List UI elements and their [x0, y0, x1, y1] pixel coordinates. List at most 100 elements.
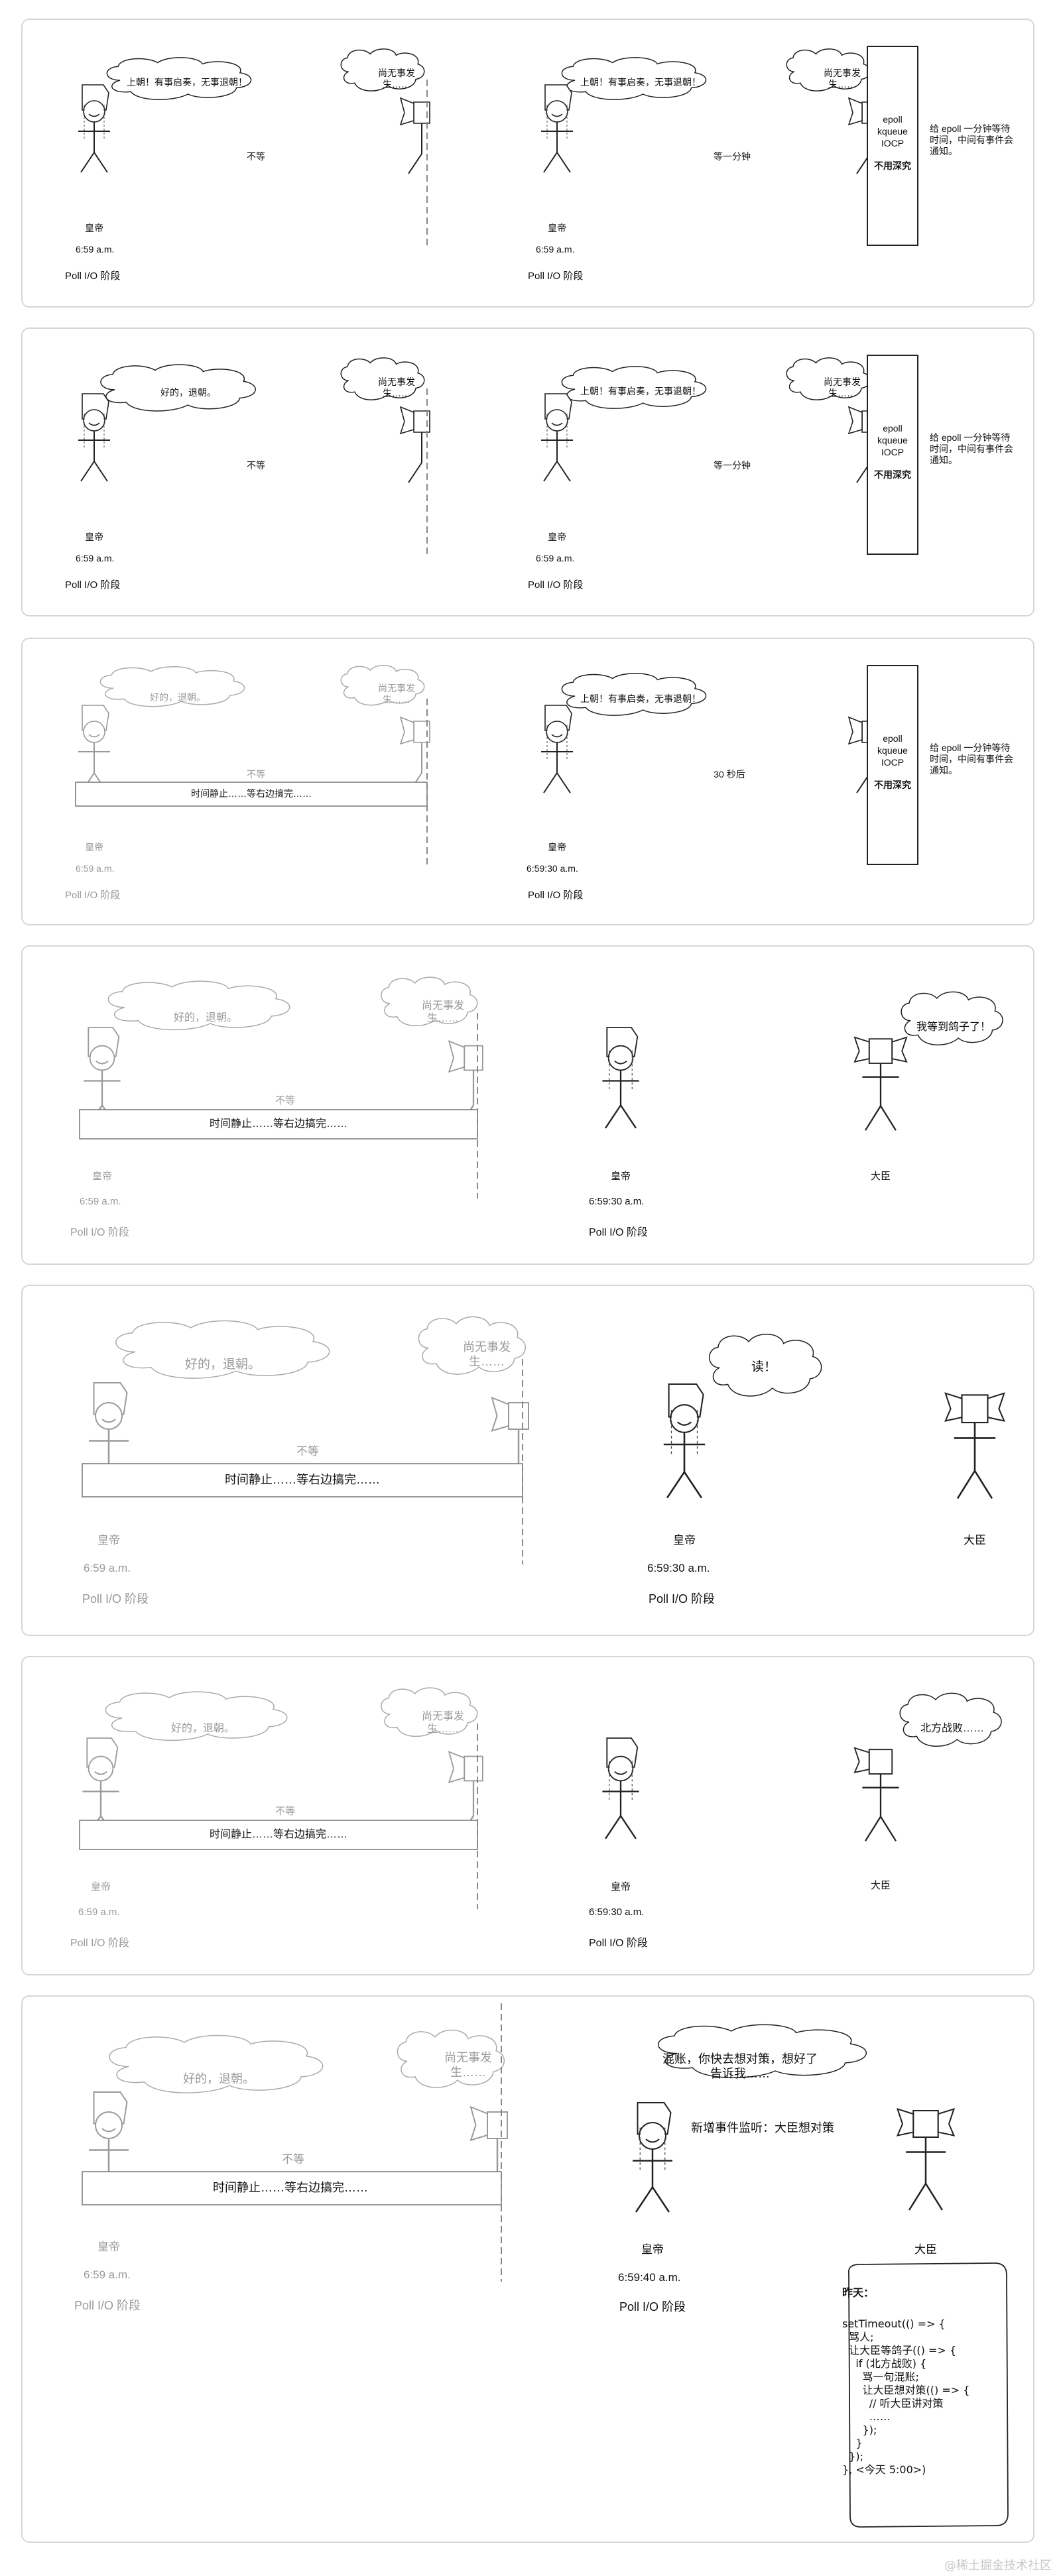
- dont-dig-label: 不用深究: [874, 469, 911, 480]
- court-close-cloud: [101, 365, 255, 411]
- north-defeat-text: 北方战败……: [920, 1723, 985, 1734]
- time-frozen-text: 时间静止……等右边搞完……: [209, 1829, 348, 1840]
- poll-phase-label: Poll I/O 阶段: [65, 579, 121, 591]
- minister-label: 大臣: [964, 1534, 986, 1547]
- no-event-cloud: [341, 358, 424, 400]
- court-close-text: 好的，退朝。: [173, 1012, 238, 1024]
- panel-3: 好的，退朝。 尚无事发生…… 不等 时间静止……等右边搞完…… 皇帝 6:59 …: [21, 638, 1034, 925]
- no-event-text: 尚无事发生……: [378, 683, 415, 705]
- no-event-cloud: [381, 977, 477, 1025]
- epoll-label: epoll: [883, 114, 903, 125]
- time-label: 6:59 a.m.: [84, 2268, 131, 2281]
- epoll-note: 给 epoll 一分钟等待时间，中间有事件会通知。: [930, 123, 1013, 156]
- epoll-label: epoll: [883, 423, 903, 434]
- emperor-label: 皇帝: [92, 1171, 113, 1182]
- poll-phase-label-2: Poll I/O 阶段: [649, 1592, 716, 1606]
- no-event-text: 尚无事发生……: [421, 1000, 464, 1025]
- poll-phase-label-2: Poll I/O 阶段: [589, 1227, 648, 1238]
- minister-figure: [399, 406, 430, 483]
- court-close-cloud: [116, 1321, 330, 1379]
- poll-phase-label: Poll I/O 阶段: [70, 1227, 129, 1238]
- emperor-label-2: 皇帝: [673, 1534, 696, 1547]
- no-event-text: 尚无事发生……: [444, 2051, 492, 2079]
- poll-phase-label: Poll I/O 阶段: [65, 890, 121, 901]
- wait-minute-text: 等一分钟: [714, 460, 751, 471]
- poll-phase-label-2: Poll I/O 阶段: [528, 890, 584, 901]
- no-wait-text: 不等: [275, 1806, 296, 1817]
- emperor-label: 皇帝: [85, 842, 103, 852]
- minister-figure: [399, 716, 430, 793]
- panel-2-drawing: [78, 355, 918, 555]
- panel-2: 好的，退朝。 尚无事发生…… 不等 皇帝 6:59 a.m. Poll I/O …: [21, 327, 1034, 616]
- court-close-text: 好的，退朝。: [184, 1358, 261, 1372]
- time-label: 6:59 a.m.: [76, 863, 115, 874]
- epoll-box: [867, 46, 918, 246]
- no-wait-text: 不等: [247, 769, 265, 780]
- time-label-2: 6:59:30 a.m.: [647, 1562, 710, 1574]
- no-event-text: 尚无事发生……: [421, 1711, 464, 1735]
- watermark: @稀土掘金技术社区: [944, 2559, 1052, 2573]
- poll-phase-label: Poll I/O 阶段: [82, 1592, 149, 1606]
- emperor-label-2: 皇帝: [548, 223, 566, 233]
- minister-label: 大臣: [914, 2243, 937, 2256]
- kqueue-label: kqueue: [877, 126, 908, 137]
- poll-phase-label: Poll I/O 阶段: [70, 1938, 129, 1949]
- minister-label: 大臣: [870, 1880, 891, 1891]
- court-close-cloud: [108, 981, 289, 1029]
- minister-figure: [448, 1040, 483, 1129]
- time-label-2: 6:59:30 a.m.: [589, 1906, 645, 1918]
- time-label: 6:59 a.m.: [78, 1906, 120, 1918]
- poll-phase-label: Poll I/O 阶段: [65, 270, 121, 282]
- emperor-label-2: 皇帝: [548, 532, 566, 542]
- emperor-figure-2: [541, 84, 573, 173]
- court-close-cloud: [109, 2036, 323, 2093]
- emperor-label-2: 皇帝: [548, 842, 566, 852]
- time-frozen-bar: [82, 1463, 523, 1497]
- iocp-label: IOCP: [881, 138, 905, 148]
- time-label-2: 6:59 a.m.: [536, 244, 575, 255]
- iocp-label: IOCP: [881, 757, 905, 768]
- time-label: 6:59 a.m.: [76, 244, 115, 255]
- emperor-figure-2: [541, 393, 573, 482]
- no-event-cloud: [418, 1317, 525, 1375]
- no-event-text: 尚无事发生……: [378, 377, 415, 398]
- emperor-label: 皇帝: [97, 1534, 120, 1547]
- minister-figure: [399, 97, 430, 174]
- no-event-cloud: [381, 1688, 477, 1736]
- wait-minute-text: 等一分钟: [714, 151, 751, 162]
- epoll-note: 给 epoll 一分钟等待时间，中间有事件会通知。: [930, 742, 1013, 776]
- no-wait-text: 不等: [247, 151, 265, 162]
- no-event-cloud-2: [786, 49, 869, 91]
- minister-figure-2: [944, 1392, 1005, 1499]
- epoll-note: 给 epoll 一分钟等待时间，中间有事件会通知。: [930, 432, 1013, 465]
- no-event-text-2: 尚无事发生……: [824, 377, 861, 398]
- emperor-figure-2: [541, 705, 573, 793]
- court-open-text-2: 上朝！有事启奏，无事退朝！: [580, 386, 701, 396]
- panel-7: 好的，退朝。 尚无事发生…… 不等 时间静止……等右边搞完…… 皇帝 6:59 …: [21, 1995, 1034, 2543]
- kqueue-label: kqueue: [877, 435, 908, 445]
- no-wait-text: 不等: [247, 460, 265, 471]
- panel-6-drawing: [79, 1657, 1034, 1909]
- emperor-figure: [78, 705, 110, 793]
- emperor-label: 皇帝: [85, 532, 103, 542]
- panel-6: 好的，退朝。 尚无事发生…… 不等 时间静止……等右边搞完…… 皇帝 6:59 …: [21, 1656, 1034, 1975]
- no-wait-text: 不等: [282, 2153, 304, 2166]
- panel-4: 好的，退朝。 尚无事发生…… 不等 时间静止……等右边搞完…… 皇帝 6:59 …: [21, 945, 1034, 1265]
- emperor-figure: [78, 84, 110, 173]
- scold-cloud: [658, 2024, 867, 2078]
- iocp-label: IOCP: [881, 447, 905, 457]
- emperor-label-2: 皇帝: [610, 1171, 631, 1182]
- court-open-text: 上朝！有事启奏，无事退朝！: [127, 77, 247, 88]
- pigeon-cloud: [901, 992, 1003, 1045]
- court-close-text: 好的，退朝。: [150, 692, 206, 703]
- court-open-cloud-2: [562, 673, 706, 715]
- court-open-text-2: 上朝！有事启奏，无事退朝！: [580, 77, 701, 88]
- emperor-label: 皇帝: [90, 1881, 111, 1893]
- time-label-2: 6:59:30 a.m.: [589, 1196, 645, 1207]
- court-close-text: 好的，退朝。: [170, 1723, 235, 1734]
- minister-figure: [469, 2105, 508, 2202]
- yesterday-box: [847, 2262, 1009, 2528]
- time-frozen-bar: [82, 2171, 502, 2205]
- emperor-label: 皇帝: [97, 2241, 120, 2253]
- emperor-figure-2: [602, 1737, 639, 1840]
